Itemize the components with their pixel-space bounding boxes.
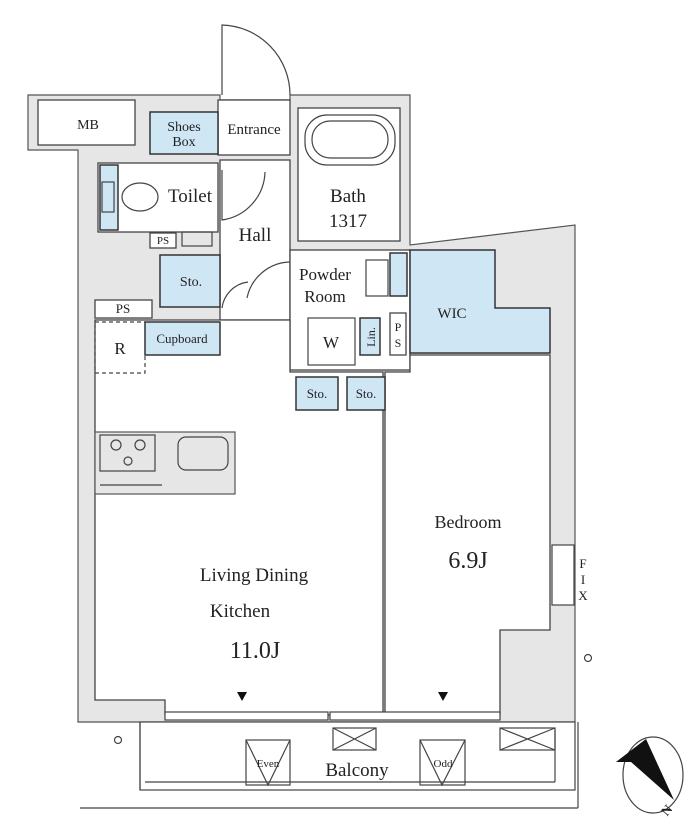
window-bedroom[interactable] <box>329 711 501 721</box>
entry-marker-icon <box>237 692 247 701</box>
walk-in-closet[interactable] <box>409 249 551 354</box>
label-toilet: Toilet <box>168 186 213 207</box>
compass-icon <box>616 736 684 814</box>
bath-room <box>297 107 401 242</box>
storage-1[interactable] <box>295 376 339 411</box>
washer <box>307 317 356 366</box>
toilet-tank-strip <box>99 164 119 231</box>
label-bath: Bath <box>330 186 366 207</box>
bathtub <box>304 114 396 166</box>
label-fix: I <box>581 572 585 587</box>
label-bedroom: Bedroom <box>435 512 502 532</box>
fix-window <box>551 544 575 606</box>
label-storage-hall: Sto. <box>180 275 202 290</box>
label-cupboard: Cupboard <box>156 331 208 346</box>
label-powder-room: Room <box>304 287 346 306</box>
ps-small <box>149 232 177 249</box>
label-ps-small: PS <box>157 235 169 247</box>
ldk-room <box>94 319 384 716</box>
label-even: Even <box>257 758 280 770</box>
mb-room <box>37 99 136 146</box>
balcony-vent-2 <box>499 727 556 751</box>
balcony-vent-1 <box>332 727 377 751</box>
label-entrance: Entrance <box>227 122 281 138</box>
even-hatch <box>245 739 291 787</box>
label-ldk: Living Dining <box>200 565 309 586</box>
label-washer: W <box>323 333 340 352</box>
label-storage-2: Sto. <box>356 386 377 401</box>
label-shoes-box: Box <box>172 135 195 150</box>
balcony-area <box>139 721 576 791</box>
linen-closet[interactable] <box>359 317 381 356</box>
label-wic: WIC <box>437 306 466 322</box>
cupboard[interactable] <box>144 321 221 356</box>
window-ldk[interactable] <box>164 711 329 721</box>
drain-icon <box>583 653 593 663</box>
drain-icon <box>113 735 123 745</box>
label-linen: Lin. <box>364 327 378 347</box>
kitchen-counter <box>94 431 236 495</box>
label-ps-vertical: P <box>395 320 402 334</box>
entry-marker-icon <box>438 692 448 701</box>
storage-2[interactable] <box>346 376 386 411</box>
label-mb: MB <box>77 118 99 133</box>
label-bedroom-size: 6.9J <box>448 548 487 574</box>
odd-hatch <box>419 739 466 787</box>
hall-room <box>219 159 291 321</box>
label-bath-size: 1317 <box>329 211 367 232</box>
label-shoes-box: Shoes <box>167 120 200 135</box>
entrance-room <box>217 99 291 156</box>
stove <box>99 434 156 472</box>
label-ps-left: PS <box>116 301 130 316</box>
label-powder-room: Powder <box>299 265 351 284</box>
ps-left <box>94 299 153 319</box>
label-odd: Odd <box>434 758 453 770</box>
label-ldk-size: 11.0J <box>230 638 280 664</box>
label-ps-vertical: S <box>395 336 402 350</box>
label-hall: Hall <box>239 225 272 246</box>
label-fix: F <box>579 556 586 571</box>
label-refrigerator: R <box>114 339 126 358</box>
entrance-door[interactable] <box>221 24 291 96</box>
label-fix: X <box>578 588 588 603</box>
ps-vertical <box>389 312 407 356</box>
label-ldk: Kitchen <box>210 601 271 622</box>
shoes-box <box>149 111 219 155</box>
hall-storage[interactable] <box>159 254 221 308</box>
sink <box>177 436 229 471</box>
label-storage-1: Sto. <box>307 386 328 401</box>
vanity-strip <box>389 252 408 297</box>
label-balcony: Balcony <box>325 760 389 781</box>
refrigerator-space <box>94 321 146 374</box>
